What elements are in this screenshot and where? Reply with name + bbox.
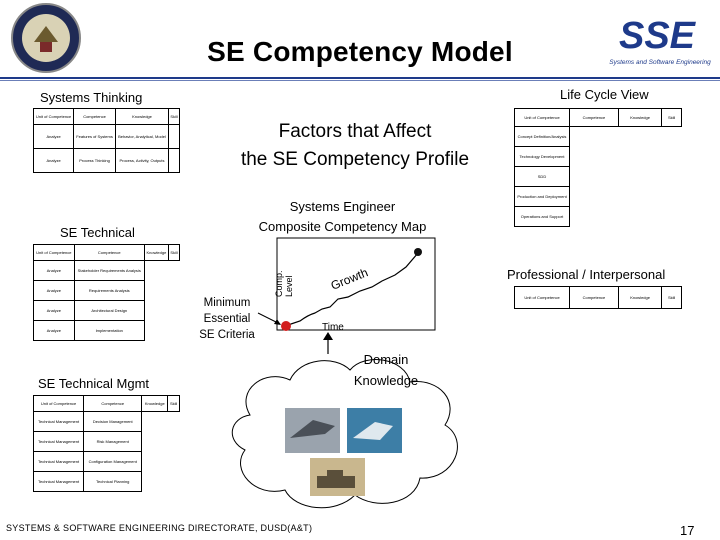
table-cell: Concept Definition/Analysis	[514, 126, 570, 147]
table-cell: Process, Activity, Outputs	[114, 148, 170, 173]
table-header: Skill	[167, 395, 180, 412]
slide-title: SE Competency Model	[207, 36, 513, 67]
minimum-criteria-label: Minimum Essential SE Criteria	[196, 295, 258, 343]
min-line-3: SE Criteria	[199, 329, 255, 341]
y-axis-label: Comp. Level	[274, 270, 294, 297]
domain-knowledge-cloud	[231, 332, 458, 509]
table-header: Competence	[569, 286, 619, 309]
life-cycle-view-label: Life Cycle View	[560, 87, 649, 102]
table-cell: Technical Management	[32, 431, 85, 452]
table-header: Competence	[569, 108, 619, 127]
end-point-marker	[414, 248, 422, 256]
table-cell: Behavior, Analytical, Model	[114, 124, 170, 149]
professional-table: Unit of Competence Competence Knowledge …	[514, 286, 682, 309]
domain-line-1: Domain	[363, 352, 409, 367]
footer-text: SYSTEMS & SOFTWARE ENGINEERING DIRECTORA…	[6, 523, 313, 533]
table-header: Skill	[661, 286, 682, 309]
table-cell: Architectural Design	[73, 300, 145, 321]
table-cell: Risk Management	[83, 431, 143, 452]
table-header: Skill	[168, 244, 180, 261]
se-technical-label: SE Technical	[60, 225, 135, 240]
composite-map-line-1: Systems Engineer	[289, 199, 396, 214]
table-cell: Analyze	[32, 124, 75, 149]
professional-interpersonal-label: Professional / Interpersonal	[507, 267, 666, 282]
composite-map-line-2: Composite Competency Map	[258, 219, 427, 234]
factors-title: Factors that Affect the SE Competency Pr…	[200, 118, 510, 174]
systems-thinking-table: Unit of Competence Competence Knowledge …	[32, 108, 180, 173]
table-cell: Stakeholder Requirements Analysis	[73, 260, 145, 281]
se-technical-mgmt-table: Unit of Competence Competence Knowledge …	[32, 395, 180, 492]
table-header: Skill	[661, 108, 682, 127]
table-cell: Analyze	[33, 280, 75, 301]
table-header: Knowledge	[617, 286, 663, 309]
table-header: Knowledge	[143, 244, 170, 261]
table-header: Competence	[73, 108, 116, 125]
sse-logo-subtitle: Systems and Software Engineering	[609, 59, 711, 66]
table-header: Knowledge	[617, 108, 663, 127]
minimum-point-marker	[281, 321, 291, 331]
se-technical-mgmt-label: SE Technical Mgmt	[38, 376, 150, 391]
table-header: Unit of Competence	[33, 244, 75, 261]
table-cell: Operations and Support	[514, 206, 570, 227]
table-cell: Analyze	[33, 260, 75, 281]
domain-knowledge-label: Domain Knowledge	[345, 349, 427, 391]
domain-line-2: Knowledge	[353, 373, 419, 388]
table-header: Unit of Competence	[32, 108, 75, 125]
sse-logo-text: SSE	[619, 15, 697, 57]
table-cell: Technical Management	[32, 411, 85, 432]
min-line-2: Essential	[203, 313, 251, 325]
table-cell: Configuration Management	[83, 451, 143, 472]
table-cell: Process Thinking	[73, 148, 116, 173]
table-cell: Analyze	[32, 148, 75, 173]
table-cell: Technical Planning	[83, 471, 143, 492]
table-cell: Features of Systems	[73, 124, 116, 149]
table-cell: Technical Management	[32, 471, 85, 492]
dod-seal-logo	[6, 2, 86, 74]
table-header: Knowledge	[114, 108, 170, 125]
table-header: Unit of Competence	[32, 395, 85, 412]
table-cell: Analyze	[33, 300, 75, 321]
table-cell: Implementation	[73, 320, 145, 341]
sse-logo: SSE Systems and Software Engineering	[600, 8, 715, 70]
table-cell: Production and Deployment	[514, 186, 570, 207]
page-number: 17	[680, 523, 695, 538]
header-rule-thin	[0, 80, 720, 81]
se-technical-table: Unit of Competence Competence Knowledge …	[33, 244, 180, 341]
factors-line-2: the SE Competency Profile	[240, 149, 470, 170]
table-header: Competence	[83, 395, 143, 412]
competency-map-graph	[257, 237, 436, 331]
table-header: Unit of Competence	[514, 108, 570, 127]
table-header: Skill	[168, 108, 180, 125]
composite-map-title: Systems Engineer Composite Competency Ma…	[245, 197, 440, 237]
header-rule	[0, 77, 720, 79]
table-cell: SDD	[514, 166, 570, 187]
x-axis-label: Time	[322, 322, 344, 333]
factors-line-1: Factors that Affect	[278, 121, 432, 142]
table-cell: Decision Management	[83, 411, 143, 432]
min-line-1: Minimum	[203, 297, 251, 309]
table-cell: Requirements Analysis	[73, 280, 145, 301]
table-header: Competence	[73, 244, 145, 261]
systems-thinking-label: Systems Thinking	[40, 90, 143, 105]
table-cell: Technology Development	[514, 146, 570, 167]
table-header: Unit of Competence	[514, 286, 570, 309]
life-cycle-table: Unit of Competence Competence Knowledge …	[514, 108, 682, 227]
table-cell: Analyze	[33, 320, 75, 341]
table-cell: Technical Management	[32, 451, 85, 472]
table-header: Knowledge	[141, 395, 169, 412]
